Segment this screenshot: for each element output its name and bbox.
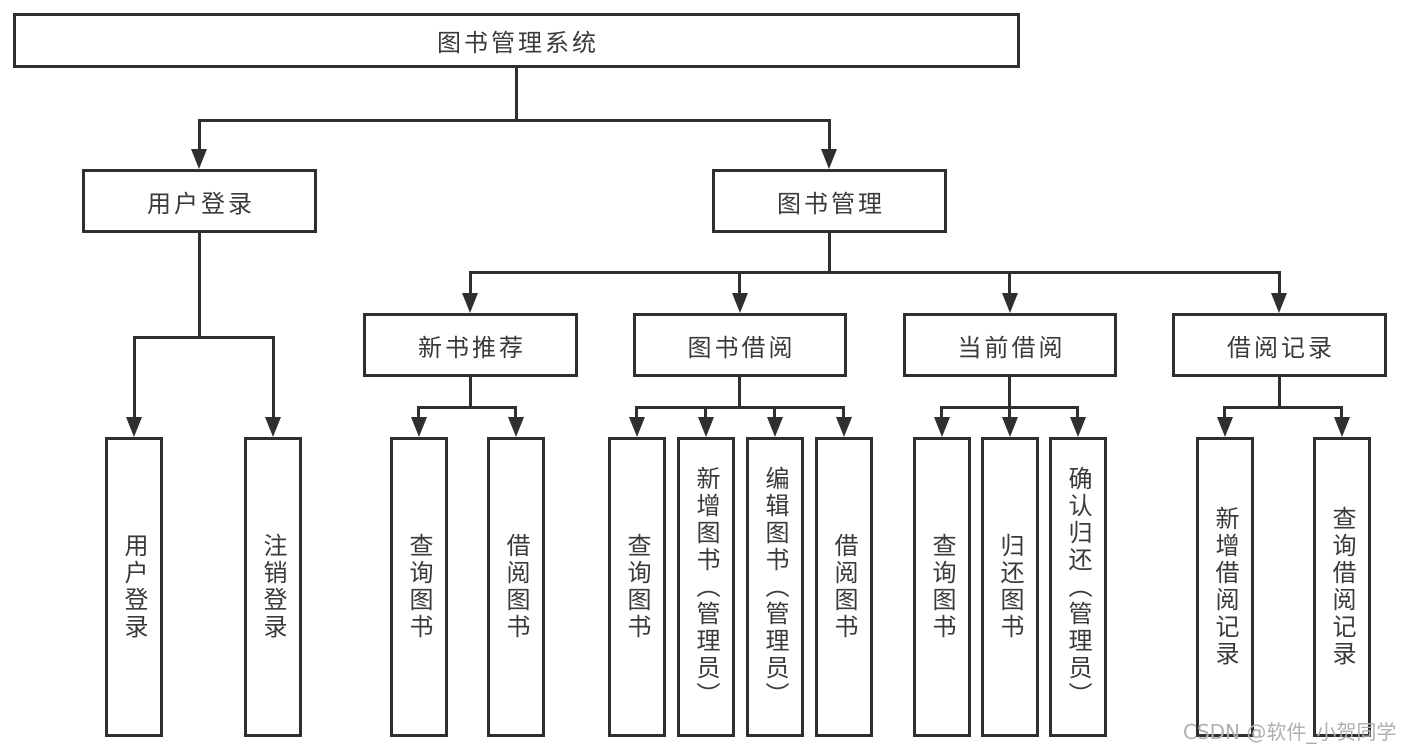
arrowhead-borrow-book-new <box>508 417 524 437</box>
arrowhead-current-borrow <box>1002 293 1018 313</box>
arrowhead-query-book-borrow <box>629 417 645 437</box>
connector-new-book-rec-hline <box>417 406 517 409</box>
node-borrowing-records: 借阅记录 <box>1172 313 1387 377</box>
connector-book-mgmt-stem <box>828 233 831 274</box>
arrowhead-new-book-rec <box>462 293 478 313</box>
leaf-query-borrow-record-label: 查询借阅记录 <box>1328 506 1356 668</box>
leaf-borrow-book-under-new-book: 借阅图书 <box>487 437 545 737</box>
arrowhead-add-book <box>698 417 714 437</box>
connector-drop-leaf-logout <box>272 336 275 420</box>
node-book-borrowing-label: 图书借阅 <box>687 333 796 362</box>
arrowhead-user-login <box>191 149 207 169</box>
connector-book-borrow-stem <box>738 377 741 408</box>
node-user-login-label: 用户登录 <box>147 189 255 218</box>
leaf-user-login-label: 用户登录 <box>120 533 148 641</box>
arrowhead-query-book-current <box>934 417 950 437</box>
connector-user-login-hline <box>133 336 275 339</box>
leaf-add-book-admin: 新增图书（管理员） <box>677 437 735 737</box>
leaf-edit-book-admin-label: 编辑图书（管理员） <box>761 465 789 709</box>
connector-book-borrow-hline <box>635 406 845 409</box>
node-book-borrowing: 图书借阅 <box>633 313 847 377</box>
arrowhead-add-record <box>1217 417 1233 437</box>
leaf-return-book: 归还图书 <box>981 437 1039 737</box>
leaf-logout-label: 注销登录 <box>259 533 287 641</box>
connector-drop-edit-book <box>773 406 776 420</box>
connector-level2-hline <box>469 271 1281 274</box>
leaf-add-borrow-record: 新增借阅记录 <box>1196 437 1254 737</box>
leaf-borrow-book: 借阅图书 <box>815 437 873 737</box>
leaf-query-book-under-new-book: 查询图书 <box>390 437 448 737</box>
node-book-management-label: 图书管理 <box>777 189 885 218</box>
connector-drop-borrow-book-new <box>514 406 517 420</box>
leaf-query-book-under-current: 查询图书 <box>913 437 971 737</box>
leaf-query-borrow-record: 查询借阅记录 <box>1313 437 1371 737</box>
arrowhead-query-book-new <box>411 417 427 437</box>
node-library-management-system: 图书管理系统 <box>13 13 1020 68</box>
connector-borrow-record-hline <box>1223 406 1343 409</box>
connector-borrow-record-stem <box>1278 377 1281 408</box>
node-book-management: 图书管理 <box>712 169 947 233</box>
connector-level1-hline <box>198 119 831 122</box>
csdn-watermark: CSDN @软件_小贺同学 <box>1183 720 1397 744</box>
leaf-confirm-return-admin-label: 确认归还（管理员） <box>1064 465 1092 709</box>
connector-drop-add-book <box>704 406 707 420</box>
connector-drop-current-borrow <box>1008 271 1011 296</box>
arrowhead-return-book <box>1002 417 1018 437</box>
node-new-book-recommendation: 新书推荐 <box>363 313 578 377</box>
arrowhead-confirm-return <box>1070 417 1086 437</box>
connector-drop-query-record <box>1340 406 1343 420</box>
arrowhead-query-record <box>1334 417 1350 437</box>
leaf-query-book-under-current-label: 查询图书 <box>928 533 956 641</box>
connector-drop-query-book-borrow <box>635 406 638 420</box>
connector-drop-borrow-book <box>842 406 845 420</box>
arrowhead-book-mgmt <box>821 149 837 169</box>
arrowhead-edit-book <box>767 417 783 437</box>
arrowhead-borrow-record <box>1271 293 1287 313</box>
connector-drop-new-book-rec <box>469 271 472 296</box>
arrowhead-borrow-book <box>836 417 852 437</box>
node-current-borrowing-label: 当前借阅 <box>957 333 1066 362</box>
node-user-login: 用户登录 <box>82 169 317 233</box>
connector-drop-book-borrow <box>738 271 741 296</box>
leaf-add-book-admin-label: 新增图书（管理员） <box>692 465 720 709</box>
node-current-borrowing: 当前借阅 <box>903 313 1117 377</box>
arrowhead-book-borrow <box>732 293 748 313</box>
leaf-return-book-label: 归还图书 <box>996 533 1024 641</box>
arrowhead-leaf-user-login <box>126 417 142 437</box>
leaf-query-book-under-borrowing-label: 查询图书 <box>623 533 651 641</box>
connector-drop-user-login <box>198 119 201 152</box>
leaf-confirm-return-admin: 确认归还（管理员） <box>1049 437 1107 737</box>
leaf-query-book-under-borrowing: 查询图书 <box>608 437 666 737</box>
leaf-borrow-book-label: 借阅图书 <box>830 533 858 641</box>
connector-drop-query-book-new <box>417 406 420 420</box>
connector-drop-borrow-record <box>1278 271 1281 296</box>
node-new-book-recommendation-label: 新书推荐 <box>418 333 526 362</box>
connector-drop-add-record <box>1223 406 1226 420</box>
connector-drop-book-mgmt <box>828 119 831 152</box>
connector-drop-confirm-return <box>1076 406 1079 420</box>
connector-drop-return-book <box>1008 406 1011 420</box>
leaf-edit-book-admin: 编辑图书（管理员） <box>746 437 804 737</box>
leaf-add-borrow-record-label: 新增借阅记录 <box>1211 506 1239 668</box>
connector-drop-query-book-current <box>940 406 943 420</box>
leaf-query-book-under-new-book-label: 查询图书 <box>405 533 433 641</box>
connector-current-borrow-stem <box>1008 377 1011 408</box>
node-borrowing-records-label: 借阅记录 <box>1227 333 1335 362</box>
connector-root-stem <box>515 68 518 121</box>
leaf-user-login: 用户登录 <box>105 437 163 737</box>
arrowhead-leaf-logout <box>265 417 281 437</box>
connector-new-book-rec-stem <box>469 377 472 408</box>
connector-drop-leaf-user-login <box>133 336 136 420</box>
leaf-borrow-book-under-new-book-label: 借阅图书 <box>502 533 530 641</box>
connector-user-login-stem <box>198 233 201 338</box>
leaf-logout: 注销登录 <box>244 437 302 737</box>
node-library-management-system-label: 图书管理系统 <box>437 29 599 57</box>
